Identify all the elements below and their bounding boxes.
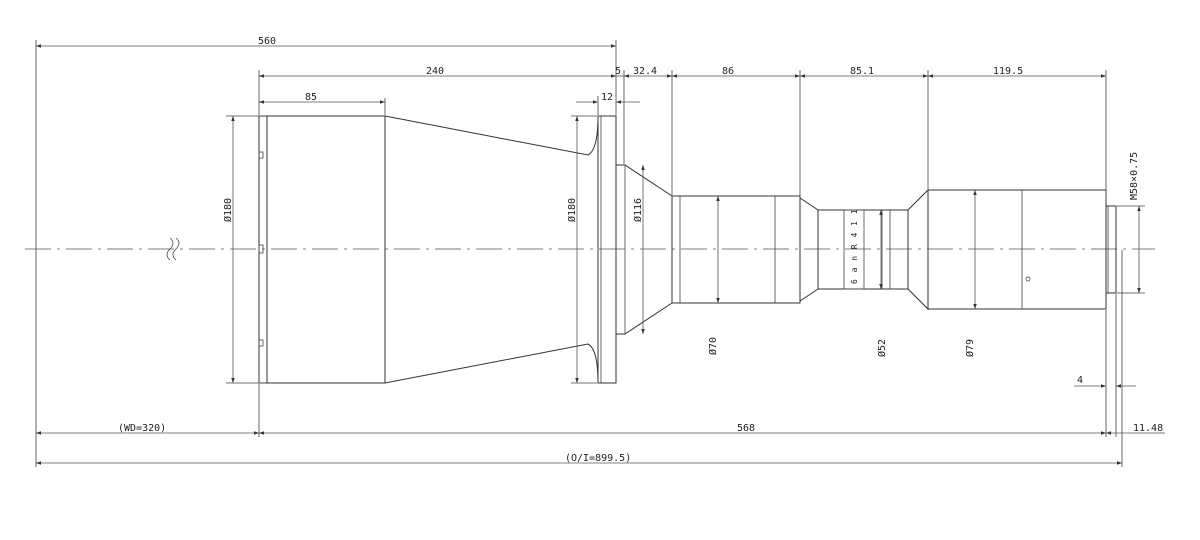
dim-52-label: Ø52 [876, 339, 888, 357]
barrel-70 [671, 195, 801, 304]
dim-86-label: 86 [722, 66, 734, 77]
dim-560-label: 560 [258, 36, 276, 47]
barrel-79 [927, 189, 1107, 310]
dim-11-48-label: 11.48 [1133, 423, 1163, 434]
taper-section [384, 115, 599, 384]
dim-116-label: Ø116 [632, 198, 644, 222]
bottom-dimensions: 4 (WD=320) 568 11.48 (O/I=899.5) [35, 250, 1165, 467]
dim-m58-label: M58×0.75 [1129, 152, 1140, 200]
front-barrel [266, 115, 386, 384]
engraving-band [843, 209, 865, 290]
dim-12-label: 12 [601, 92, 613, 103]
front-window-tab-bottom [258, 339, 264, 347]
dim-flange-dia-label: Ø180 [566, 198, 578, 222]
front-window-tab-mid [258, 244, 264, 254]
rear-mount-thread [1105, 205, 1117, 294]
dim-front-dia-label: Ø180 [222, 198, 234, 222]
dim-240-label: 240 [426, 66, 444, 77]
diameter-dimensions: Ø180 Ø180 Ø116 Ø70 Ø52 Ø79 M58×0.75 [222, 115, 1145, 384]
dim-85-1-label: 85.1 [850, 66, 874, 77]
dim-wd-label: (WD=320) [118, 423, 166, 434]
barrel-52 [817, 209, 909, 290]
cone-section [616, 164, 673, 335]
dim-70-label: Ø70 [707, 337, 719, 355]
dim-79-label: Ø79 [964, 339, 976, 357]
dim-85-label: 85 [305, 92, 317, 103]
top-dimensions: 560 240 85 12 5 32.4 86 85.1 119.5 [35, 36, 1107, 250]
dim-32-4-label: 32.4 [633, 66, 657, 77]
dim-4-label: 4 [1077, 375, 1083, 386]
dim-568-label: 568 [737, 423, 755, 434]
index-mark [1025, 276, 1031, 282]
barrel-engraving: 6 a n R 4 1 1 [850, 208, 859, 284]
dim-oi-label: (O/I=899.5) [565, 453, 631, 464]
dim-119-5-label: 119.5 [993, 66, 1023, 77]
front-window-tab-top [258, 151, 264, 159]
lens-body: 6 a n R 4 1 1 [258, 115, 1117, 384]
axis-break-symbol [166, 237, 180, 261]
step-up-section [907, 188, 929, 311]
step-down-section [799, 197, 819, 302]
mount-flange [597, 115, 617, 384]
dim-5-label: 5 [615, 66, 621, 77]
